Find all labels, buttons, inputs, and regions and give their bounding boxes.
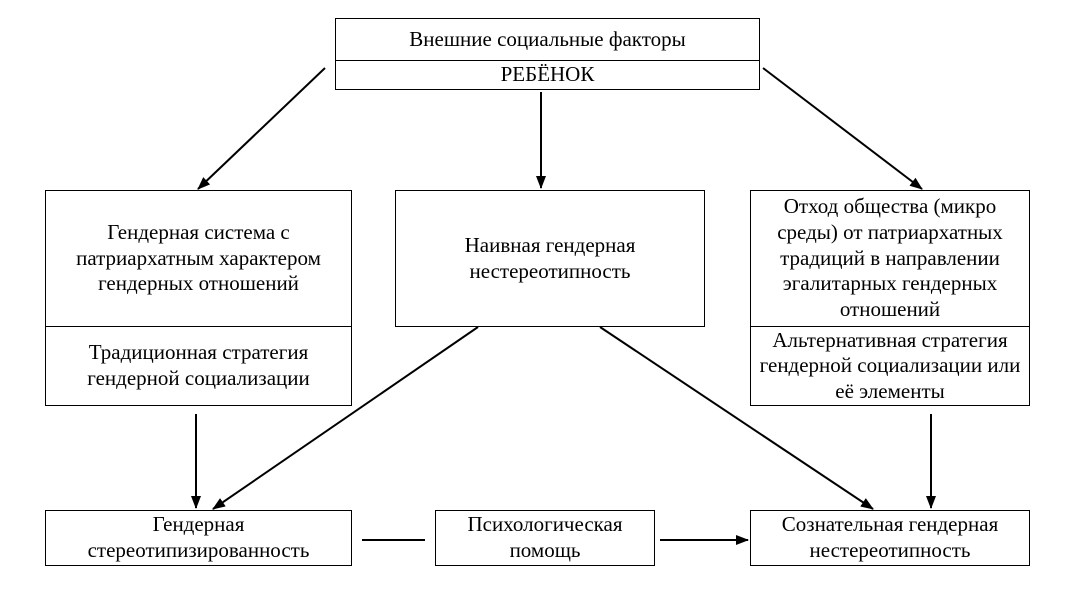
child-box: РЕБЁНОК [335, 61, 760, 90]
traditional-strategy-box: Традиционная стратегия гендерной социали… [45, 327, 352, 406]
conscious-nonstereotype-label: Сознательная гендерная нестереотипность [781, 512, 999, 562]
conscious-nonstereotype-box: Сознательная гендерная нестереотипность [750, 510, 1030, 566]
external-factors-box: Внешние социальные факторы [335, 18, 760, 61]
arrow-top-to-left [197, 67, 326, 190]
society-shift-label: Отход общества (микро среды) от патриарх… [777, 194, 1003, 321]
gender-system-label: Гендерная система с патриархатным характ… [76, 220, 321, 296]
gender-system-box: Гендерная система с патриархатным характ… [45, 190, 352, 327]
gender-stereotyping-label: Гендерная стереотипизированность [87, 512, 310, 562]
child-label: РЕБЁНОК [500, 62, 595, 87]
alternative-strategy-box: Альтернативная стратегия гендерной социа… [750, 327, 1030, 406]
gender-stereotyping-box: Гендерная стереотипизированность [45, 510, 352, 566]
alternative-strategy-label: Альтернативная стратегия гендерной социа… [759, 327, 1021, 403]
psychological-help-box: Психологическая помощь [435, 510, 655, 566]
external-factors-label: Внешние социальные факторы [409, 26, 686, 51]
naive-nonstereotype-box: Наивная гендерная нестереотипность [395, 190, 705, 327]
arrow-top-to-right [762, 67, 923, 190]
society-shift-box: Отход общества (микро среды) от патриарх… [750, 190, 1030, 327]
traditional-strategy-label: Традиционная стратегия гендерной социали… [87, 340, 310, 390]
naive-nonstereotype-label: Наивная гендерная нестереотипность [464, 232, 636, 283]
psychological-help-label: Психологическая помощь [467, 512, 623, 562]
